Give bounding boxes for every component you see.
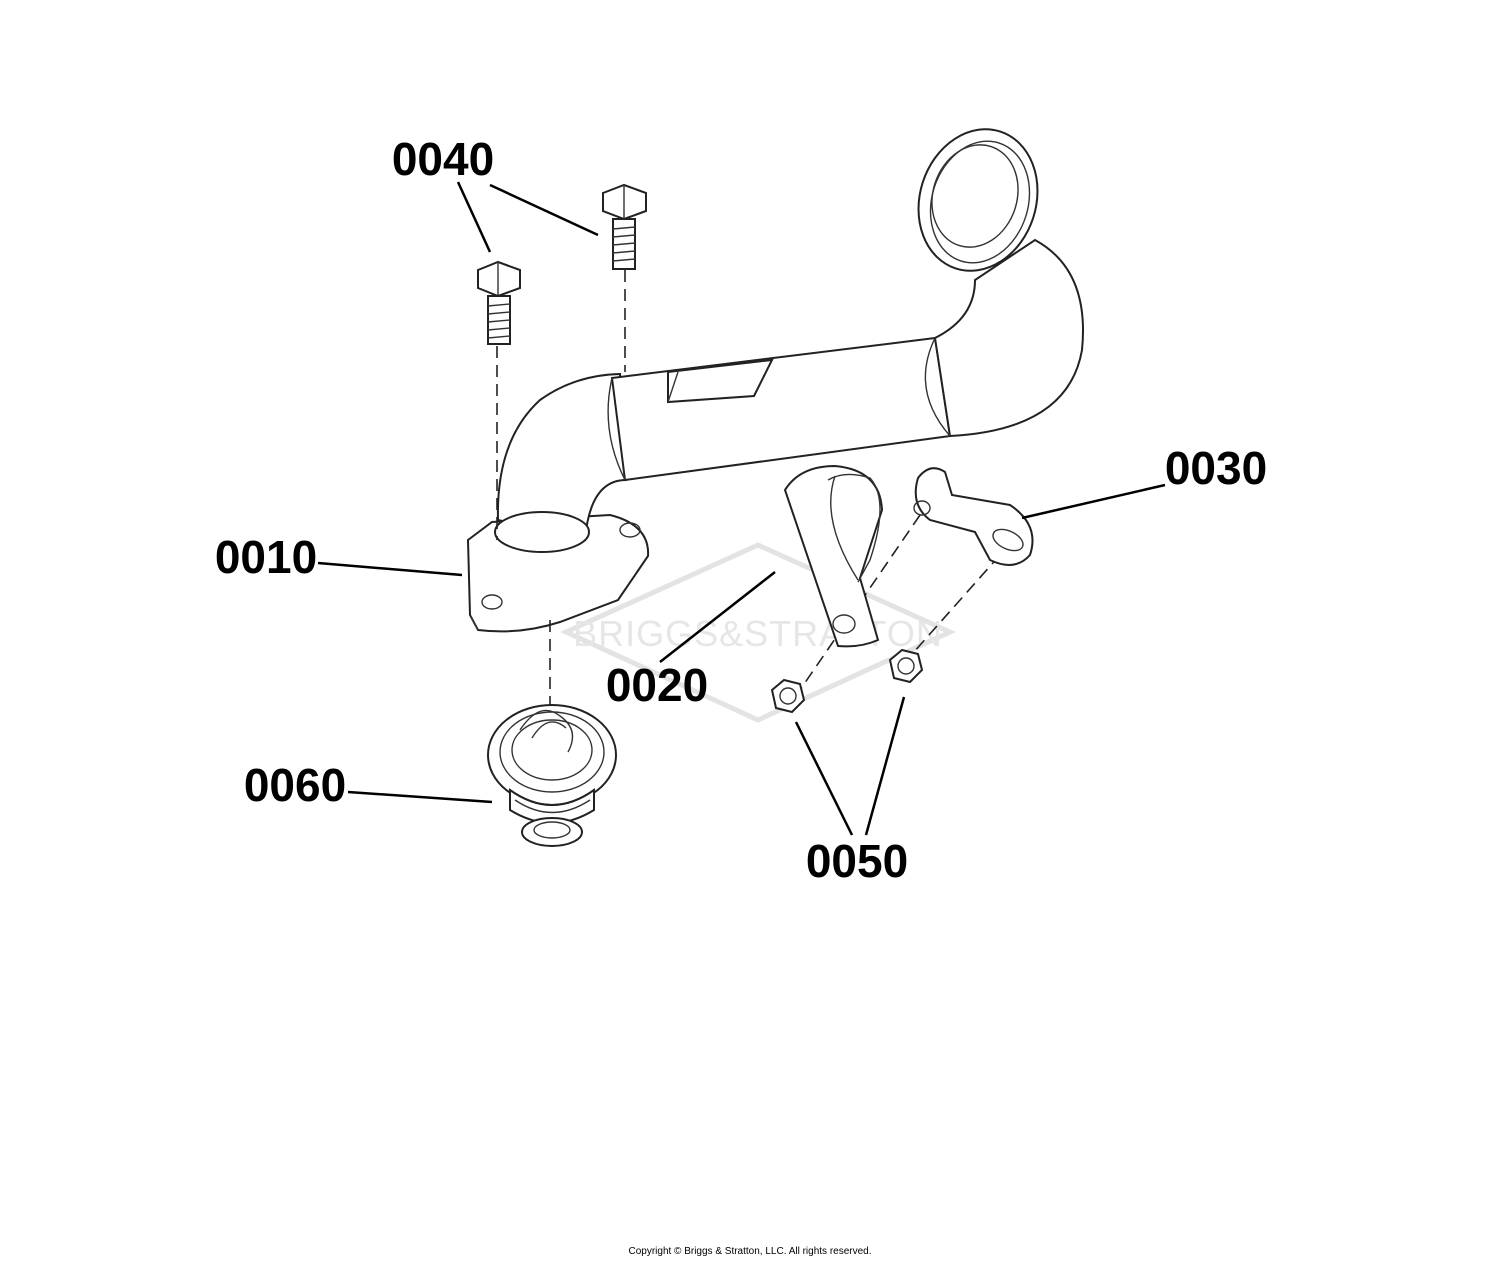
nut-left[interactable]	[770, 678, 806, 714]
leader-lines	[317, 181, 1166, 836]
bracket[interactable]	[913, 467, 1034, 566]
label-0050[interactable]: 0050	[806, 835, 908, 887]
watermark-text: BRIGGS&STRATTON	[573, 613, 943, 654]
thermostat[interactable]	[487, 704, 617, 847]
briggs-stratton-watermark: BRIGGS&STRATTON	[559, 542, 957, 723]
copyright-notice: Copyright © Briggs & Stratton, LLC. All …	[628, 1246, 872, 1257]
pipe-clamp[interactable]	[783, 464, 884, 648]
bolt-left[interactable]	[477, 260, 521, 345]
label-0030[interactable]: 0030	[1165, 442, 1267, 494]
label-0010[interactable]: 0010	[215, 531, 317, 583]
label-0060[interactable]: 0060	[244, 759, 346, 811]
bolt-right[interactable]	[602, 183, 647, 270]
label-0040[interactable]: 0040	[392, 133, 494, 185]
label-0020[interactable]: 0020	[606, 659, 708, 711]
nut-right[interactable]	[888, 648, 924, 684]
water-outlet-pipe[interactable]	[466, 114, 1084, 633]
